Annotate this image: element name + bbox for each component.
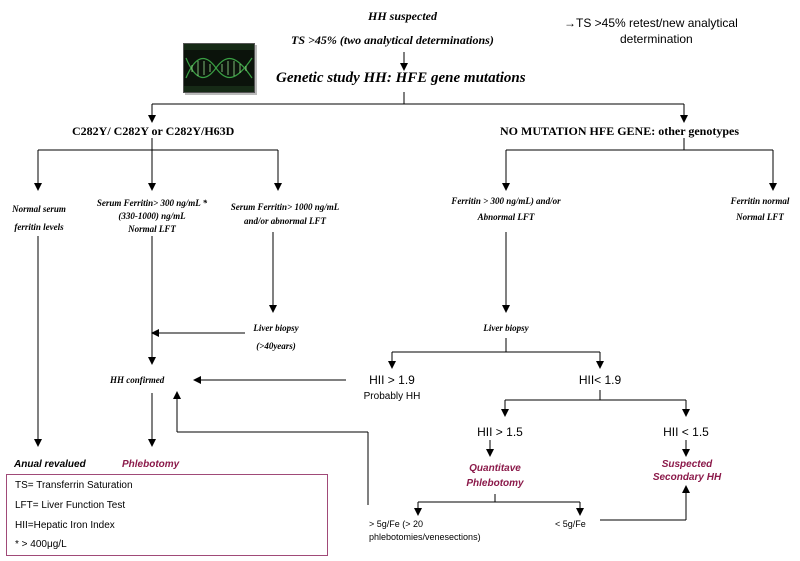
lt-5g-fe-label: < 5g/Fe — [555, 519, 586, 529]
probably-hh-label: Probably HH — [363, 391, 421, 402]
ferritin-300-line2: (330-1000) ng/mL — [118, 211, 186, 221]
abbreviation-legend: TS= Transferrin Saturation LFT= Liver Fu… — [6, 474, 328, 556]
hii-lt-1-5-label: HII < 1.5 — [663, 425, 709, 439]
hh-suspected-label: HH suspected — [368, 9, 437, 23]
suspected-secondary-line1: Suspected — [661, 459, 713, 470]
ferritin-normal-line2: Normal LFT — [736, 212, 784, 222]
quantitative-phlebotomy-line2: Phlebotomy — [466, 478, 524, 489]
hii-gt-1-5-label: HII > 1.5 — [477, 425, 523, 439]
ferritin-1000-line1: Serum Ferritin> 1000 ng/mL — [230, 202, 340, 212]
ferritin-normal-line1: Ferritin normal — [730, 196, 790, 206]
normal-ferritin-line2: ferritin levels — [14, 222, 64, 232]
ferritin-abnormal-line2: Abnormal LFT — [477, 212, 535, 222]
hh-confirmed-label: HH confirmed — [110, 375, 165, 385]
gt-5g-fe-line2: phlebotomies/venesections) — [369, 532, 481, 542]
anual-revalued-label: Anual revalued — [14, 459, 86, 470]
hii-lt-1-9-label: HII< 1.9 — [578, 373, 622, 387]
ts-condition-label: TS >45% (two analytical determinations) — [291, 33, 494, 47]
gt-5g-fe-line1: > 5g/Fe (> 20 — [369, 519, 424, 529]
dna-icon — [184, 44, 254, 92]
retest-note-line1: →TS >45% retest/new analytical — [564, 16, 738, 30]
ferritin-1000-line2: and/or abnormal LFT — [243, 216, 326, 226]
ferritin-300-line3: Normal LFT — [128, 224, 176, 234]
c282y-genotype-label: C282Y/ C282Y or C282Y/H63D — [72, 124, 235, 138]
normal-ferritin-line1: Normal serum — [12, 204, 66, 214]
dna-helix-image — [183, 43, 255, 93]
legend-lft: LFT= Liver Function Test — [15, 500, 126, 511]
phlebotomy-label: Phlebotomy — [122, 459, 180, 470]
genetic-study-label: Genetic study HH: HFE gene mutations — [276, 70, 526, 86]
retest-note-line2: determination — [620, 32, 693, 46]
liver-biopsy-right-label: Liver biopsy — [483, 323, 529, 333]
legend-ts: TS= Transferrin Saturation — [15, 480, 133, 491]
hii-gt-1-9-label: HII > 1.9 — [369, 373, 415, 387]
liver-biopsy-left-line2: (>40years) — [256, 341, 296, 351]
ferritin-300-line1: Serum Ferritin> 300 ng/mL * — [96, 198, 208, 208]
legend-footnote: * > 400μg/L — [15, 539, 67, 550]
liver-biopsy-left-line1: Liver biopsy — [253, 323, 299, 333]
suspected-secondary-line2: Secondary HH — [652, 472, 722, 483]
no-mutation-label: NO MUTATION HFE GENE: other genotypes — [500, 124, 739, 138]
quantitative-phlebotomy-line1: Quantitave — [469, 463, 521, 474]
legend-hii: HII=Hepatic Iron Index — [15, 520, 115, 531]
ferritin-abnormal-line1: Ferritin > 300 ng/mL) and/or — [451, 196, 561, 206]
